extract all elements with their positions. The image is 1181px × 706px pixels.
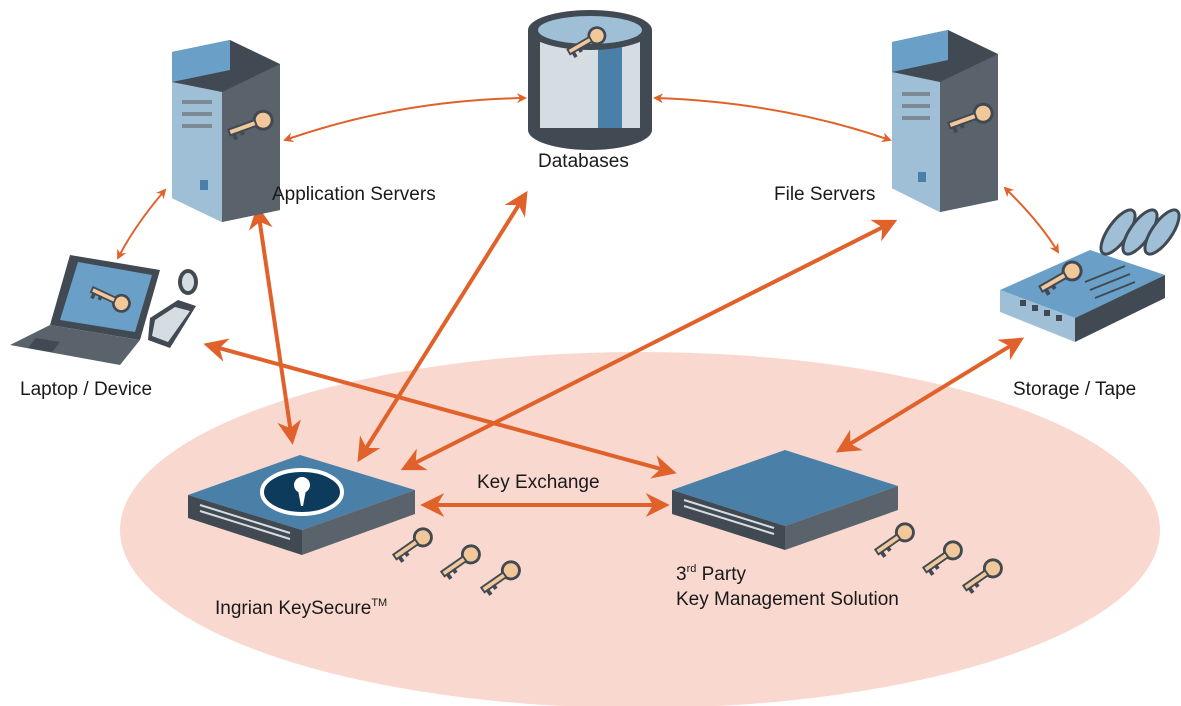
third-party-label-line1: 3rd Party (676, 563, 746, 585)
file-servers-label: File Servers (774, 184, 875, 205)
edge-thirdparty-storage (835, 337, 1025, 453)
phone-icon (148, 269, 198, 348)
keysecure-appliance-icon (188, 455, 415, 555)
laptop-device-label: Laptop / Device (20, 379, 152, 400)
edge-fileservers-storage (1003, 186, 1060, 254)
file-server-icon (892, 30, 998, 212)
third-party-label-line2: Key Management Solution (676, 589, 899, 610)
third-party-appliance-icon (672, 450, 898, 550)
edge-appserver-laptop (117, 188, 167, 260)
keysecure-label: Ingrian KeySecureTM (215, 597, 387, 619)
edge-appserver-databases (283, 93, 527, 143)
tape-reels-icon (1099, 208, 1181, 256)
database-icon (528, 10, 652, 150)
application-server-icon (172, 40, 280, 222)
storage-tape-label: Storage / Tape (1013, 379, 1136, 400)
laptop-icon (10, 255, 160, 365)
databases-label: Databases (538, 151, 629, 172)
edge-databases-fileservers (653, 93, 892, 143)
application-servers-label: Application Servers (272, 184, 436, 205)
key-exchange-label: Key Exchange (477, 472, 600, 493)
edge-laptop-thirdparty (203, 338, 677, 479)
storage-tape-icon (1000, 250, 1165, 342)
